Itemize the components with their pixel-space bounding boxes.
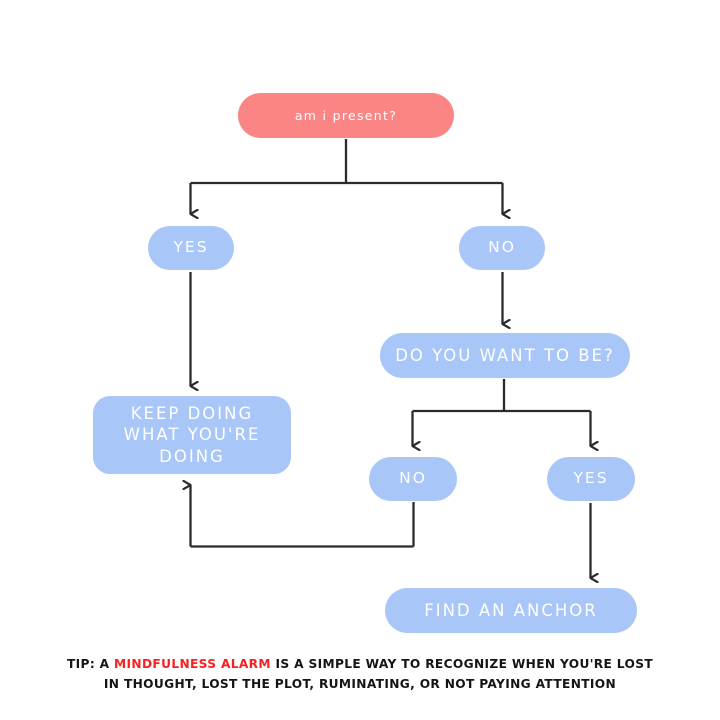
- node-yes-secondary[interactable]: YES: [547, 457, 635, 501]
- node-yes-primary[interactable]: YES: [148, 226, 234, 270]
- edge-root-split: [190, 139, 503, 185]
- node-no-secondary[interactable]: NO: [369, 457, 457, 501]
- node-am-i-present[interactable]: am i present?: [238, 93, 454, 138]
- node-no-primary[interactable]: NO: [459, 226, 545, 270]
- caption-highlight: MINDFULNESS ALARM: [114, 657, 271, 671]
- node-keep-doing-what-youre-doing[interactable]: KEEP DOING WHAT YOU'RE DOING: [93, 396, 291, 474]
- tip-caption: TIP: A MINDFULNESS ALARM IS A SIMPLE WAY…: [60, 655, 660, 695]
- caption-suffix: IS A SIMPLE WAY TO RECOGNIZE WHEN YOU'RE…: [103, 657, 653, 691]
- caption-prefix: TIP: A: [67, 657, 115, 671]
- node-find-an-anchor[interactable]: FIND AN ANCHOR: [385, 588, 637, 633]
- edge-want-split: [412, 379, 591, 413]
- node-do-you-want-to-be[interactable]: DO YOU WANT TO BE?: [380, 333, 630, 378]
- edge-no2-loop-to-keep: [190, 502, 415, 548]
